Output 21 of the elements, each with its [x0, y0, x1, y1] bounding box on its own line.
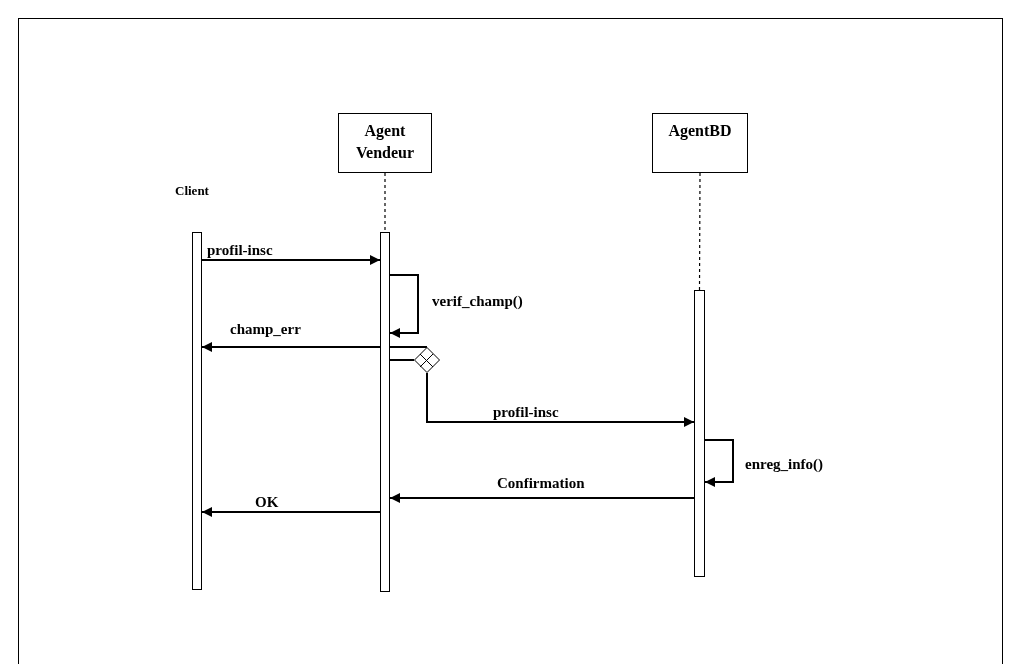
message-label: verif_champ(): [432, 292, 523, 310]
lifeline: [384, 172, 386, 233]
message-arrow: [704, 439, 734, 487]
message-label: enreg_info(): [745, 455, 824, 473]
connector-line: [389, 359, 415, 361]
message-arrow: [389, 274, 419, 338]
message-arrow: [426, 372, 695, 427]
lifeline-box: [652, 113, 748, 173]
activation-bar: [380, 232, 390, 592]
message-arrow: [389, 493, 695, 503]
lifeline-box: [338, 113, 432, 173]
decision-diamond: [414, 347, 440, 373]
lifeline-name: AgentBD: [667, 121, 733, 142]
activation-bar: [192, 232, 202, 590]
message-arrow: [201, 342, 428, 352]
lifeline: [698, 172, 701, 291]
activation-bar: [694, 290, 705, 577]
message-arrow: [201, 255, 381, 265]
lifeline-name: Client: [175, 183, 209, 199]
message-arrow: [201, 507, 381, 517]
lifeline-name: Agent Vendeur: [354, 121, 416, 163]
